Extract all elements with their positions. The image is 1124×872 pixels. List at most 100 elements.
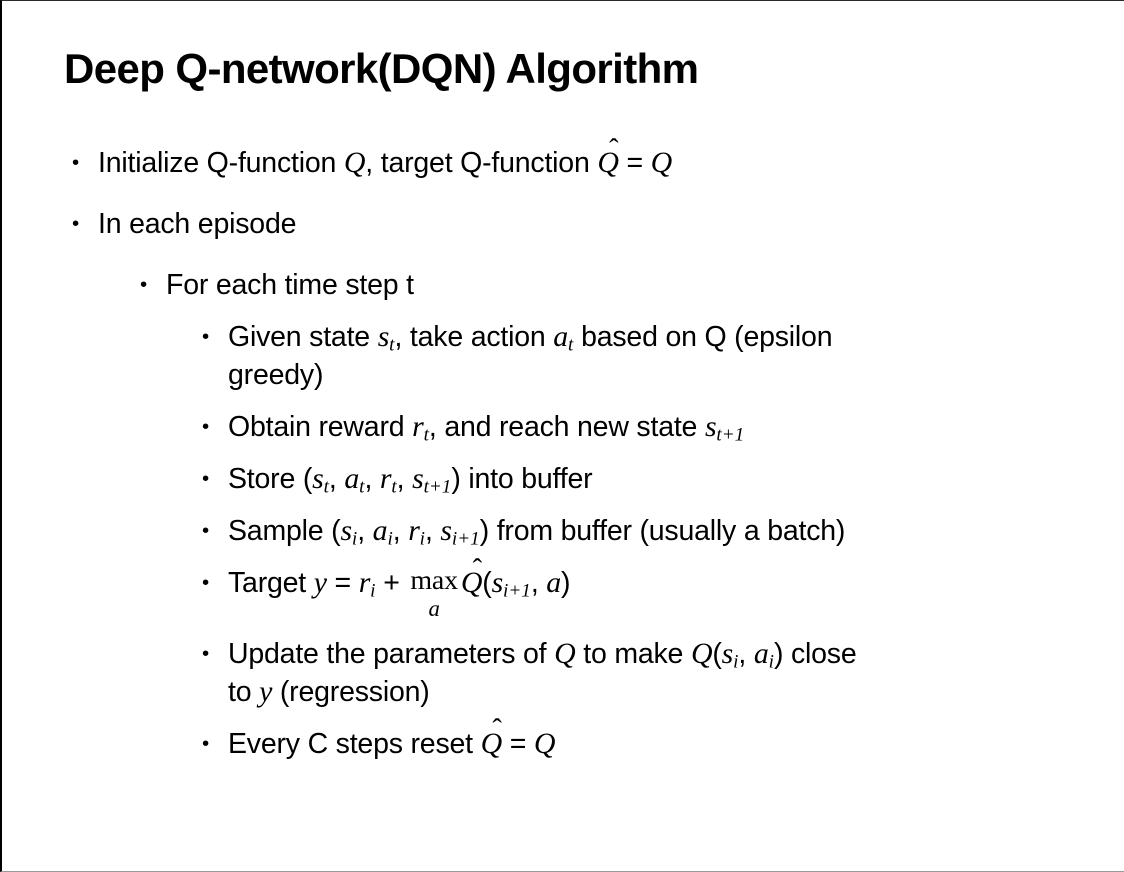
math-variable-subscripted: at [344, 462, 365, 498]
hat-accent-icon: ˆ [472, 553, 482, 585]
math-variable-subscripted: si [721, 636, 739, 673]
text-run: , [364, 463, 380, 496]
bullet-item: •For each time step t [2, 266, 1124, 304]
subscript: i+1 [451, 528, 480, 550]
bullet-icon: • [72, 212, 79, 236]
text-run: , [392, 515, 409, 548]
bullet-text: Given state st, take action at based on … [228, 318, 1096, 394]
subscript: t+1 [423, 476, 452, 498]
math-variable-subscripted: st [312, 462, 329, 498]
text-run: ( [712, 637, 722, 670]
subscript: t [359, 476, 365, 498]
math-variable: Q [554, 636, 576, 670]
bullet-text: Store (st, at, rt, st+1) into buffer [228, 460, 1096, 498]
bullet-icon: • [202, 467, 209, 491]
text-run: ) close [773, 637, 857, 670]
subscript: t [423, 424, 429, 446]
bullet-text: Sample (si, ai, ri, si+1) from buffer (u… [228, 512, 1096, 550]
subscript: i [419, 528, 425, 550]
text-run: , and reach new state [428, 411, 705, 444]
math-variable-subscripted: si [340, 514, 358, 550]
text-run: based on Q (epsilon [573, 321, 833, 354]
subscript: i [370, 580, 376, 602]
max-under-argument: a [428, 595, 440, 621]
text-run: to make [575, 637, 691, 670]
math-variable: Q [480, 726, 503, 760]
text-run: ) [561, 567, 571, 600]
subscript: t [391, 476, 397, 498]
subscript: i [768, 651, 774, 673]
math-variable-subscripted: ri [358, 566, 376, 602]
bullet-item: • Store (st, at, rt, st+1) into buffer [2, 460, 1124, 498]
bullet-item: • In each episode [2, 205, 1124, 243]
bullet-icon: • [202, 731, 209, 755]
math-variable-subscripted: ri [408, 514, 425, 550]
math-variable-subscripted: at [553, 320, 574, 356]
math-variable-subscripted: st+1 [704, 410, 745, 446]
math-variable-subscripted: st [377, 320, 395, 356]
math-variable-subscripted: ai [753, 636, 774, 673]
math-variable-subscripted: si+1 [491, 566, 531, 602]
subscript: i [387, 528, 393, 550]
subscript: t [389, 334, 395, 356]
math-variable: a [546, 566, 562, 600]
text-run: , target Q-function [365, 147, 598, 180]
bullet-item: • Sample (si, ai, ri, si+1) from buffer (… [2, 512, 1124, 550]
text-run: (regression) [272, 675, 430, 708]
math-variable: Q [343, 146, 366, 180]
bullet-text: Update the parameters of Q to make Q(si,… [228, 635, 1096, 711]
bullet-list: •Initialize Q-function Q, target Q-funct… [2, 135, 1124, 763]
hat-accent-icon: ˆ [492, 714, 502, 746]
subscript: t [323, 476, 329, 498]
hat-accent-icon: ˆ [609, 133, 619, 165]
max-label: max [410, 565, 458, 597]
slide-title: Deep Q-network(DQN) Algorithm [64, 45, 699, 92]
text-run: ( [482, 567, 492, 600]
bullet-text: Obtain reward rt, and reach new state st… [228, 408, 1096, 446]
bullet-icon: • [140, 273, 147, 297]
text-run: to [228, 675, 260, 708]
subscript: i+1 [503, 580, 531, 602]
text-run: , [328, 463, 345, 496]
text-run: , [530, 567, 547, 600]
bullet-icon: • [202, 641, 209, 665]
math-variable-subscripted: st+1 [412, 462, 452, 498]
text-run: , [396, 463, 413, 496]
text-run: = [618, 147, 651, 180]
text-run: Obtain reward [228, 411, 413, 444]
text-run: , [424, 515, 441, 548]
math-variable: Q [650, 146, 673, 180]
math-variable: Q [460, 566, 483, 600]
text-run: ) from buffer (usually a batch) [479, 515, 846, 548]
text-run: In each episode [98, 208, 297, 241]
bullet-item: •Initialize Q-function Q, target Q-funct… [2, 135, 1124, 182]
bullet-item: •Given state st, take action at based on… [2, 318, 1124, 394]
text-run: Store ( [228, 463, 313, 496]
bullet-icon: • [72, 151, 79, 175]
bullet-icon: • [202, 519, 209, 543]
math-variable: y [259, 674, 273, 708]
math-variable: y [313, 566, 327, 600]
text-run: Update the parameters of [228, 637, 555, 670]
bullet-icon: • [202, 571, 209, 595]
text-run: Target [228, 567, 314, 600]
subscript: i [351, 528, 358, 550]
bullet-icon: • [202, 325, 209, 349]
text-run: = [502, 727, 534, 760]
text-run: ) into buffer [451, 463, 593, 496]
text-run: greedy) [228, 359, 324, 392]
math-variable: Q [533, 726, 556, 760]
text-run: Every C steps reset [228, 727, 481, 760]
text-run: , [357, 515, 373, 548]
bullet-item: •Obtain reward rt, and reach new state s… [2, 408, 1124, 446]
math-variable-subscripted: ai [372, 514, 393, 550]
